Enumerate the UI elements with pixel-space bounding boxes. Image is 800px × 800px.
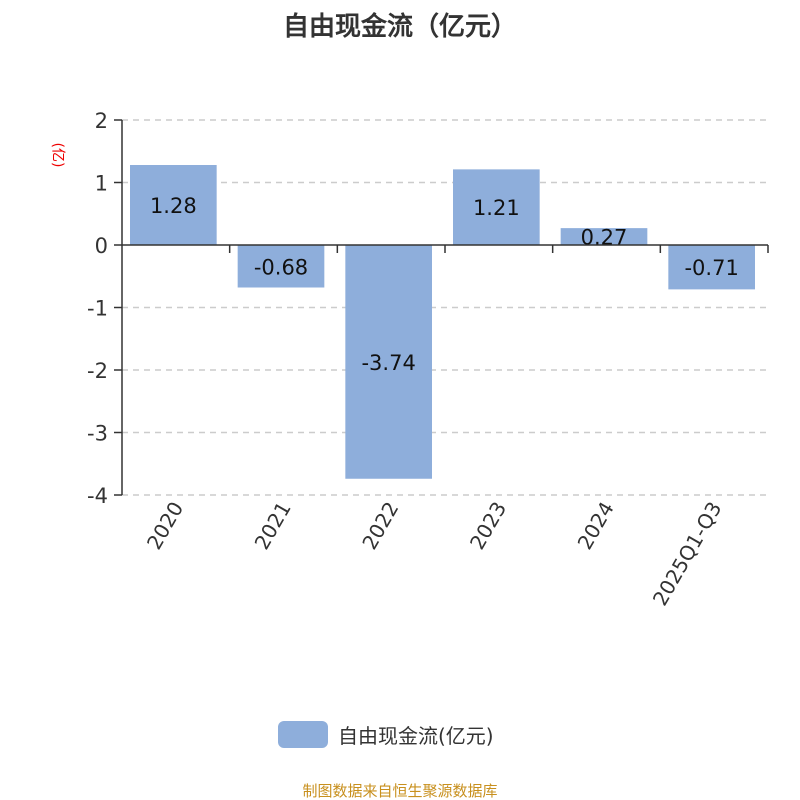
x-tick-label: 2021 xyxy=(250,498,296,554)
y-tick-label: 0 xyxy=(95,234,108,258)
x-tick-label: 2020 xyxy=(142,498,188,554)
x-tick-label: 2022 xyxy=(357,498,403,554)
data-label: -3.74 xyxy=(361,351,415,375)
bar xyxy=(453,169,540,245)
bar xyxy=(560,228,648,245)
legend[interactable]: 自由现金流(亿元) xyxy=(278,720,494,749)
legend-label: 自由现金流(亿元) xyxy=(338,724,494,748)
x-tick-label: 2025Q1-Q3 xyxy=(648,498,727,610)
y-tick-label: -2 xyxy=(87,359,108,383)
data-label: -0.68 xyxy=(254,255,308,279)
source-note: 制图数据来自恒生聚源数据库 xyxy=(302,782,498,800)
bar xyxy=(130,165,217,245)
chart-title: 自由现金流（亿元） xyxy=(282,12,517,42)
bar xyxy=(237,245,325,288)
data-label: 1.21 xyxy=(473,196,520,220)
data-label: 1.28 xyxy=(150,194,197,218)
bar xyxy=(668,245,755,290)
y-tick-label: -4 xyxy=(87,484,108,508)
x-tick-label: 2023 xyxy=(465,498,511,554)
legend-swatch xyxy=(278,721,328,748)
y-tick-label: 1 xyxy=(95,172,108,196)
y-tick-label: 2 xyxy=(95,109,108,133)
y-tick-label: -3 xyxy=(87,422,108,446)
bar xyxy=(345,245,432,479)
data-label: -0.71 xyxy=(684,256,738,280)
y-tick-label: -1 xyxy=(87,297,108,321)
x-tick-label: 2024 xyxy=(573,498,619,554)
data-label: 0.27 xyxy=(581,226,628,250)
